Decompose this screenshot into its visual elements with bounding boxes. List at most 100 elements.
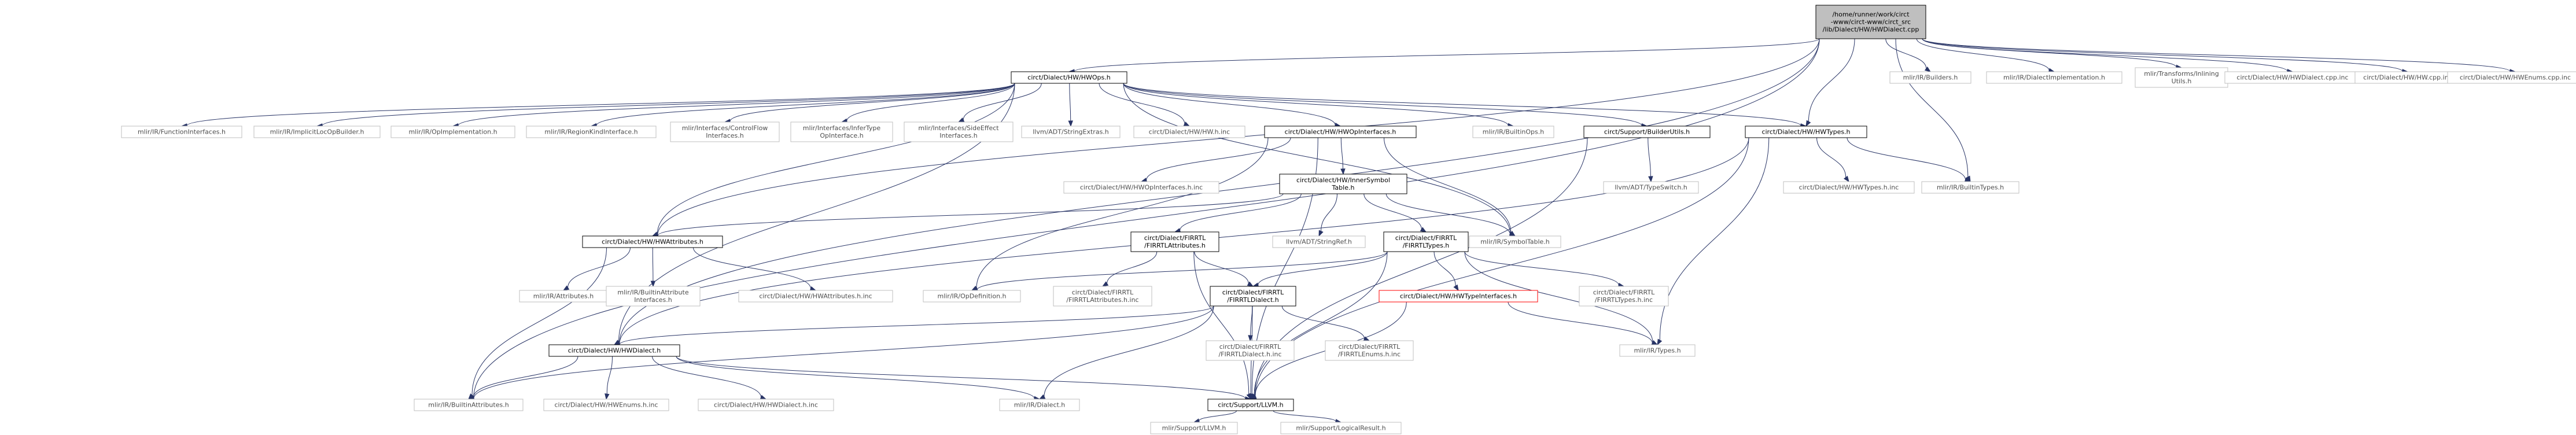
edge-root-to-builtintypes — [1895, 38, 1969, 178]
node-label: circt/Dialect/HW/HWDialect.cpp.inc — [2236, 74, 2348, 82]
node-hwopinterfacesinc: circt/Dialect/HW/HWOpInterfaces.h.inc — [1063, 181, 1219, 194]
node-implicitloc: mlir/IR/ImplicitLocOpBuilder.h — [253, 126, 381, 138]
edge-innersym-to-symboltable — [1385, 193, 1510, 235]
nodes-layer: /home/runner/work/circt-www/circt-www/ci… — [121, 5, 2576, 434]
edge-hwopinterfaces-to-symboltable — [1384, 137, 1512, 233]
node-box — [253, 126, 381, 138]
node-root[interactable]: /home/runner/work/circt-www/circt-www/ci… — [1815, 5, 1926, 39]
node-firrtlattrs[interactable]: circt/Dialect/FIRRTL/FIRRTLAttributes.h — [1130, 231, 1219, 252]
edge-root-to-hwenumscppinc — [1922, 38, 2511, 72]
edge-hwops-to-hwhinc — [1099, 83, 1185, 124]
node-label: mlir/IR/BuiltinAttribute — [617, 289, 688, 296]
edge-arrowhead — [1657, 338, 1663, 346]
edges-layer — [180, 38, 2516, 424]
node-label: -www/circt-www/circt_src — [1831, 19, 1911, 26]
node-box — [1279, 174, 1407, 194]
node-hwopinterfaces[interactable]: circt/Dialect/HW/HWOpInterfaces.h — [1264, 126, 1417, 138]
node-box — [606, 286, 701, 307]
edge-arrowhead — [562, 285, 570, 291]
node-label: circt/Dialect/HW/HW.cpp.inc — [2363, 74, 2452, 82]
node-hwattributeshinc: circt/Dialect/HW/HWAttributes.h.inc — [738, 290, 893, 303]
node-attributes: mlir/IR/Attributes.h — [519, 290, 608, 303]
edge-arrowhead — [1068, 120, 1073, 127]
node-box — [1583, 126, 1711, 138]
edge-innersym-to-stringref — [1321, 193, 1337, 231]
node-label: mlir/IR/ImplicitLocOpBuilder.h — [270, 128, 364, 136]
node-stringref: llvm/ADT/StringRef.h — [1272, 235, 1366, 248]
node-box — [582, 235, 723, 248]
node-box — [543, 399, 669, 411]
node-label: circt/Dialect/FIRRTL — [1339, 343, 1401, 351]
edge-hwops-to-hwtypes — [1123, 83, 1801, 126]
node-box — [548, 344, 680, 357]
node-hwops[interactable]: circt/Dialect/HW/HWOps.h — [1011, 71, 1127, 84]
node-label: mlir/Interfaces/ControlFlow — [682, 124, 768, 132]
node-hwtypeinterfaces[interactable]: circt/Dialect/HW/HWTypeInterfaces.h — [1379, 290, 1538, 303]
edge-root-to-builtinattributes — [473, 38, 1820, 398]
node-hwdialectcppinc: circt/Dialect/HW/HWDialect.cpp.inc — [2224, 71, 2361, 84]
edge-hwopinterfaces-to-opdefinition — [976, 137, 1269, 288]
node-label: circt/Dialect/FIRRTL — [1144, 234, 1206, 242]
node-box — [1210, 286, 1296, 307]
node-firrtldialect[interactable]: circt/Dialect/FIRRTL/FIRRTLDialect.h — [1210, 286, 1296, 307]
edge-root-to-hwops — [1074, 38, 1820, 72]
node-box — [1272, 235, 1366, 248]
edge-arrowhead — [1805, 120, 1811, 127]
edge-hwops-to-hwopinterfaces — [1123, 83, 1336, 126]
edge-firrtltypes-to-mlirtypes — [1464, 251, 1653, 343]
node-label: mlir/Support/LLVM.h — [1162, 425, 1226, 432]
node-label: circt/Dialect/HW/HWAttributes.h — [602, 238, 703, 246]
node-opdefinition: mlir/IR/OpDefinition.h — [923, 290, 1021, 303]
edge-root-to-hwtypes — [1808, 38, 1855, 122]
edge-hwops-to-symboltable — [1123, 83, 1511, 234]
node-label: circt/Dialect/HW/HWDialect.h — [568, 347, 661, 355]
edge-arrowhead — [1101, 281, 1109, 287]
edge-hwtypes-to-hwtypeshinc — [1816, 137, 1847, 178]
edge-hwattributes-to-builtinattributes — [471, 247, 607, 396]
node-box — [923, 290, 1021, 303]
node-hwattributes[interactable]: circt/Dialect/HW/HWAttributes.h — [582, 235, 723, 248]
node-hwdialect[interactable]: circt/Dialect/HW/HWDialect.h — [548, 344, 680, 357]
node-label: circt/Support/BuilderUtils.h — [1604, 128, 1690, 136]
node-label: circt/Dialect/HW/HWOps.h — [1027, 74, 1110, 82]
edge-hwops-to-infertype — [846, 83, 1015, 121]
edge-supportllvm-to-logicalresult — [1273, 410, 1336, 422]
node-hwcppinc: circt/Dialect/HW/HW.cpp.inc — [2354, 71, 2461, 84]
node-label: circt/Dialect/HW/HWEnums.h.inc — [555, 401, 658, 409]
node-firrtltypeshinc: circt/Dialect/FIRRTL/FIRRTLTypes.h.inc — [1579, 286, 1669, 307]
edge-hwdialect-to-builtinattributes — [473, 356, 578, 397]
node-label: /FIRRTLDialect.h.inc — [1218, 351, 1281, 358]
node-box — [1603, 181, 1699, 194]
node-label: circt/Dialect/HW/HWOpInterfaces.h — [1285, 128, 1396, 136]
edge-hwops-to-builtinops — [1123, 83, 1509, 126]
node-box — [1207, 399, 1294, 411]
edge-firrtlattrs-to-supportllvm — [1193, 251, 1250, 395]
node-mlirsupportllvm: mlir/Support/LLVM.h — [1150, 422, 1238, 434]
node-firrtltypes[interactable]: circt/Dialect/FIRRTL/FIRRTLTypes.h — [1383, 231, 1469, 252]
edge-arrowhead — [1247, 281, 1254, 287]
node-label: /FIRRTLTypes.h — [1403, 242, 1450, 249]
edge-firrtldialect-to-firrtlenumshinc — [1281, 305, 1365, 339]
node-supportllvm[interactable]: circt/Support/LLVM.h — [1207, 399, 1294, 411]
node-hwenumscppinc: circt/Dialect/HW/HWEnums.cpp.inc — [2447, 71, 2576, 84]
node-hwtypes[interactable]: circt/Dialect/HW/HWTypes.h — [1745, 126, 1867, 138]
node-stringextras: llvm/ADT/StringExtras.h — [1021, 126, 1121, 138]
node-box — [526, 126, 657, 138]
node-regionkind: mlir/IR/RegionKindInterface.h — [526, 126, 657, 138]
node-label: /FIRRTLAttributes.h.inc — [1066, 296, 1138, 304]
node-firrtlenumshinc: circt/Dialect/FIRRTL/FIRRTLEnums.h.inc — [1325, 340, 1414, 361]
node-box — [1579, 286, 1669, 307]
edge-arrowhead — [1648, 176, 1653, 183]
node-box — [1921, 181, 2019, 194]
edge-root-to-hwdialect — [619, 38, 1820, 344]
node-label: circt/Dialect/HW/HWEnums.cpp.inc — [2460, 74, 2571, 82]
edge-arrowhead — [1924, 66, 1932, 72]
node-label: Utils.h — [2172, 78, 2192, 85]
node-builderutils[interactable]: circt/Support/BuilderUtils.h — [1583, 126, 1711, 138]
node-box — [121, 126, 242, 138]
edge-builderutils-to-typeswitch — [1648, 137, 1651, 177]
node-hwenumshinc: circt/Dialect/HW/HWEnums.h.inc — [543, 399, 669, 411]
edge-arrowhead — [1248, 335, 1253, 342]
